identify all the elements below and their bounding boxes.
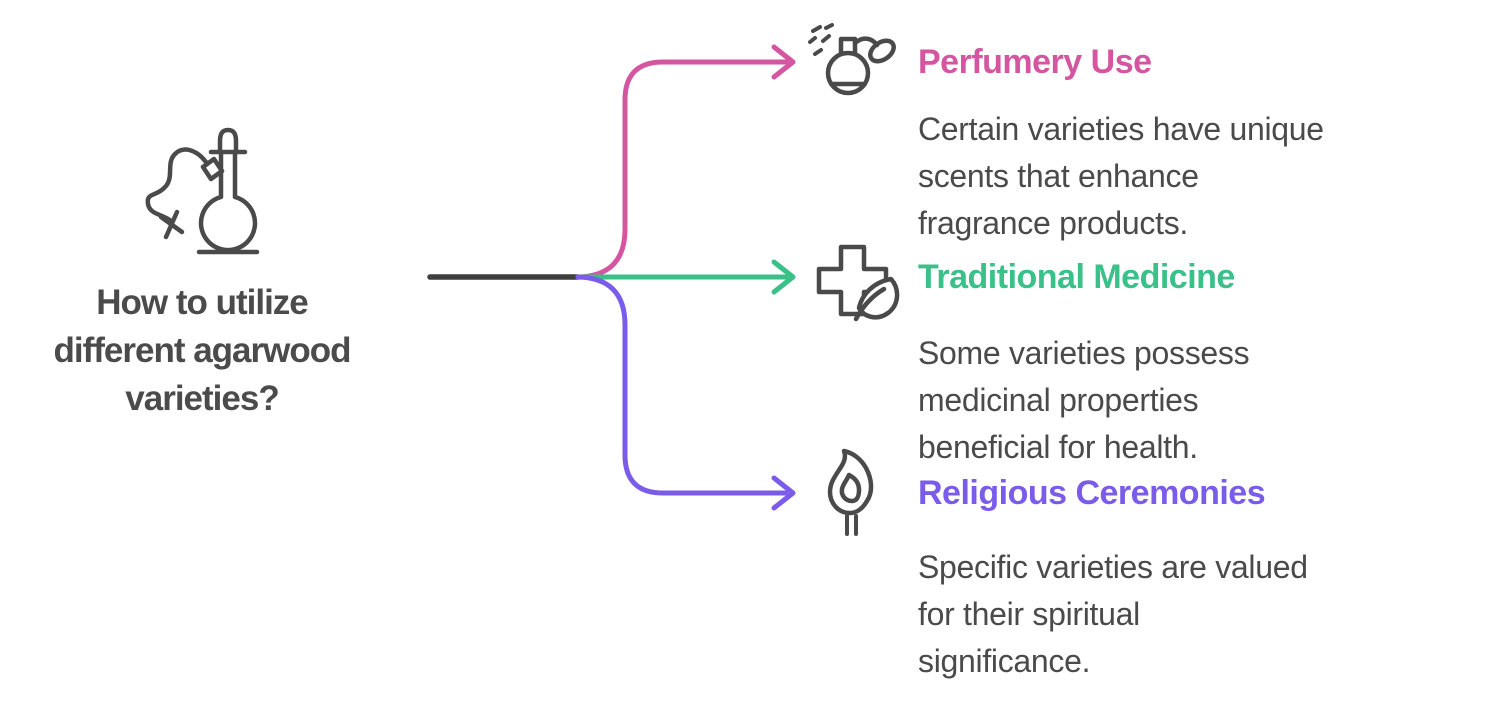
- branch-connector-religious: [575, 274, 796, 511]
- arrowhead-icon: [771, 259, 796, 295]
- flask-coupler: [200, 156, 225, 182]
- branch-description-religious: Specific varieties are valued for their …: [918, 544, 1308, 685]
- leaf: [856, 276, 900, 320]
- root-question-line: varieties?: [125, 379, 279, 418]
- perfume-atomizer-icon: [808, 23, 896, 96]
- description-line: Certain varieties have unique: [918, 111, 1324, 147]
- branch-description-perfumery: Certain varieties have unique scents tha…: [918, 106, 1324, 247]
- flask-tube: [145, 147, 209, 224]
- flask-stopper: [217, 127, 239, 154]
- medical-cross-leaf-icon: [816, 244, 900, 322]
- branch-curve: [575, 59, 789, 280]
- description-line: Specific varieties are valued: [918, 549, 1308, 585]
- flame-outer: [827, 448, 874, 516]
- branch-title-perfumery: Perfumery Use: [918, 43, 1152, 81]
- branch-connector-perfumery: [575, 44, 796, 280]
- branch-religious: Religious Ceremonies Specific varieties …: [918, 474, 1458, 679]
- branch-description-medicine: Some varieties possess medicinal propert…: [918, 330, 1250, 471]
- description-line: scents that enhance: [918, 158, 1199, 194]
- description-line: beneficial for health.: [918, 429, 1198, 465]
- root-question-line: How to utilize: [96, 283, 309, 322]
- branch-title-religious: Religious Ceremonies: [918, 474, 1266, 512]
- root-question: How to utilize different agarwood variet…: [22, 279, 382, 423]
- branch-title-medicine: Traditional Medicine: [918, 258, 1235, 296]
- spray-dashes: [808, 23, 834, 56]
- branch-connector-medicine: [575, 259, 796, 295]
- branch-curve: [575, 274, 789, 496]
- branch-medicine: Traditional Medicine Some varieties poss…: [918, 258, 1458, 465]
- description-line: significance.: [918, 643, 1091, 679]
- flame-incense-icon: [827, 448, 874, 536]
- description-line: Some varieties possess: [918, 335, 1250, 371]
- leaf-stem: [853, 286, 887, 322]
- flame-inner: [839, 472, 862, 504]
- arrowhead-icon: [771, 475, 796, 511]
- bottle-body: [825, 50, 871, 96]
- description-line: fragrance products.: [918, 205, 1189, 241]
- distillation-flask-icon: [145, 127, 260, 255]
- incense-sticks: [845, 514, 858, 536]
- arrowhead-icon: [771, 44, 796, 80]
- root-question-line: different agarwood: [53, 331, 351, 370]
- description-line: for their spiritual: [918, 596, 1140, 632]
- atomizer-bulb: [868, 38, 896, 64]
- branch-perfumery: Perfumery Use Certain varieties have uni…: [918, 43, 1458, 241]
- tube-cross: [158, 209, 185, 240]
- bottle-neck: [838, 36, 858, 56]
- description-line: medicinal properties: [918, 382, 1199, 418]
